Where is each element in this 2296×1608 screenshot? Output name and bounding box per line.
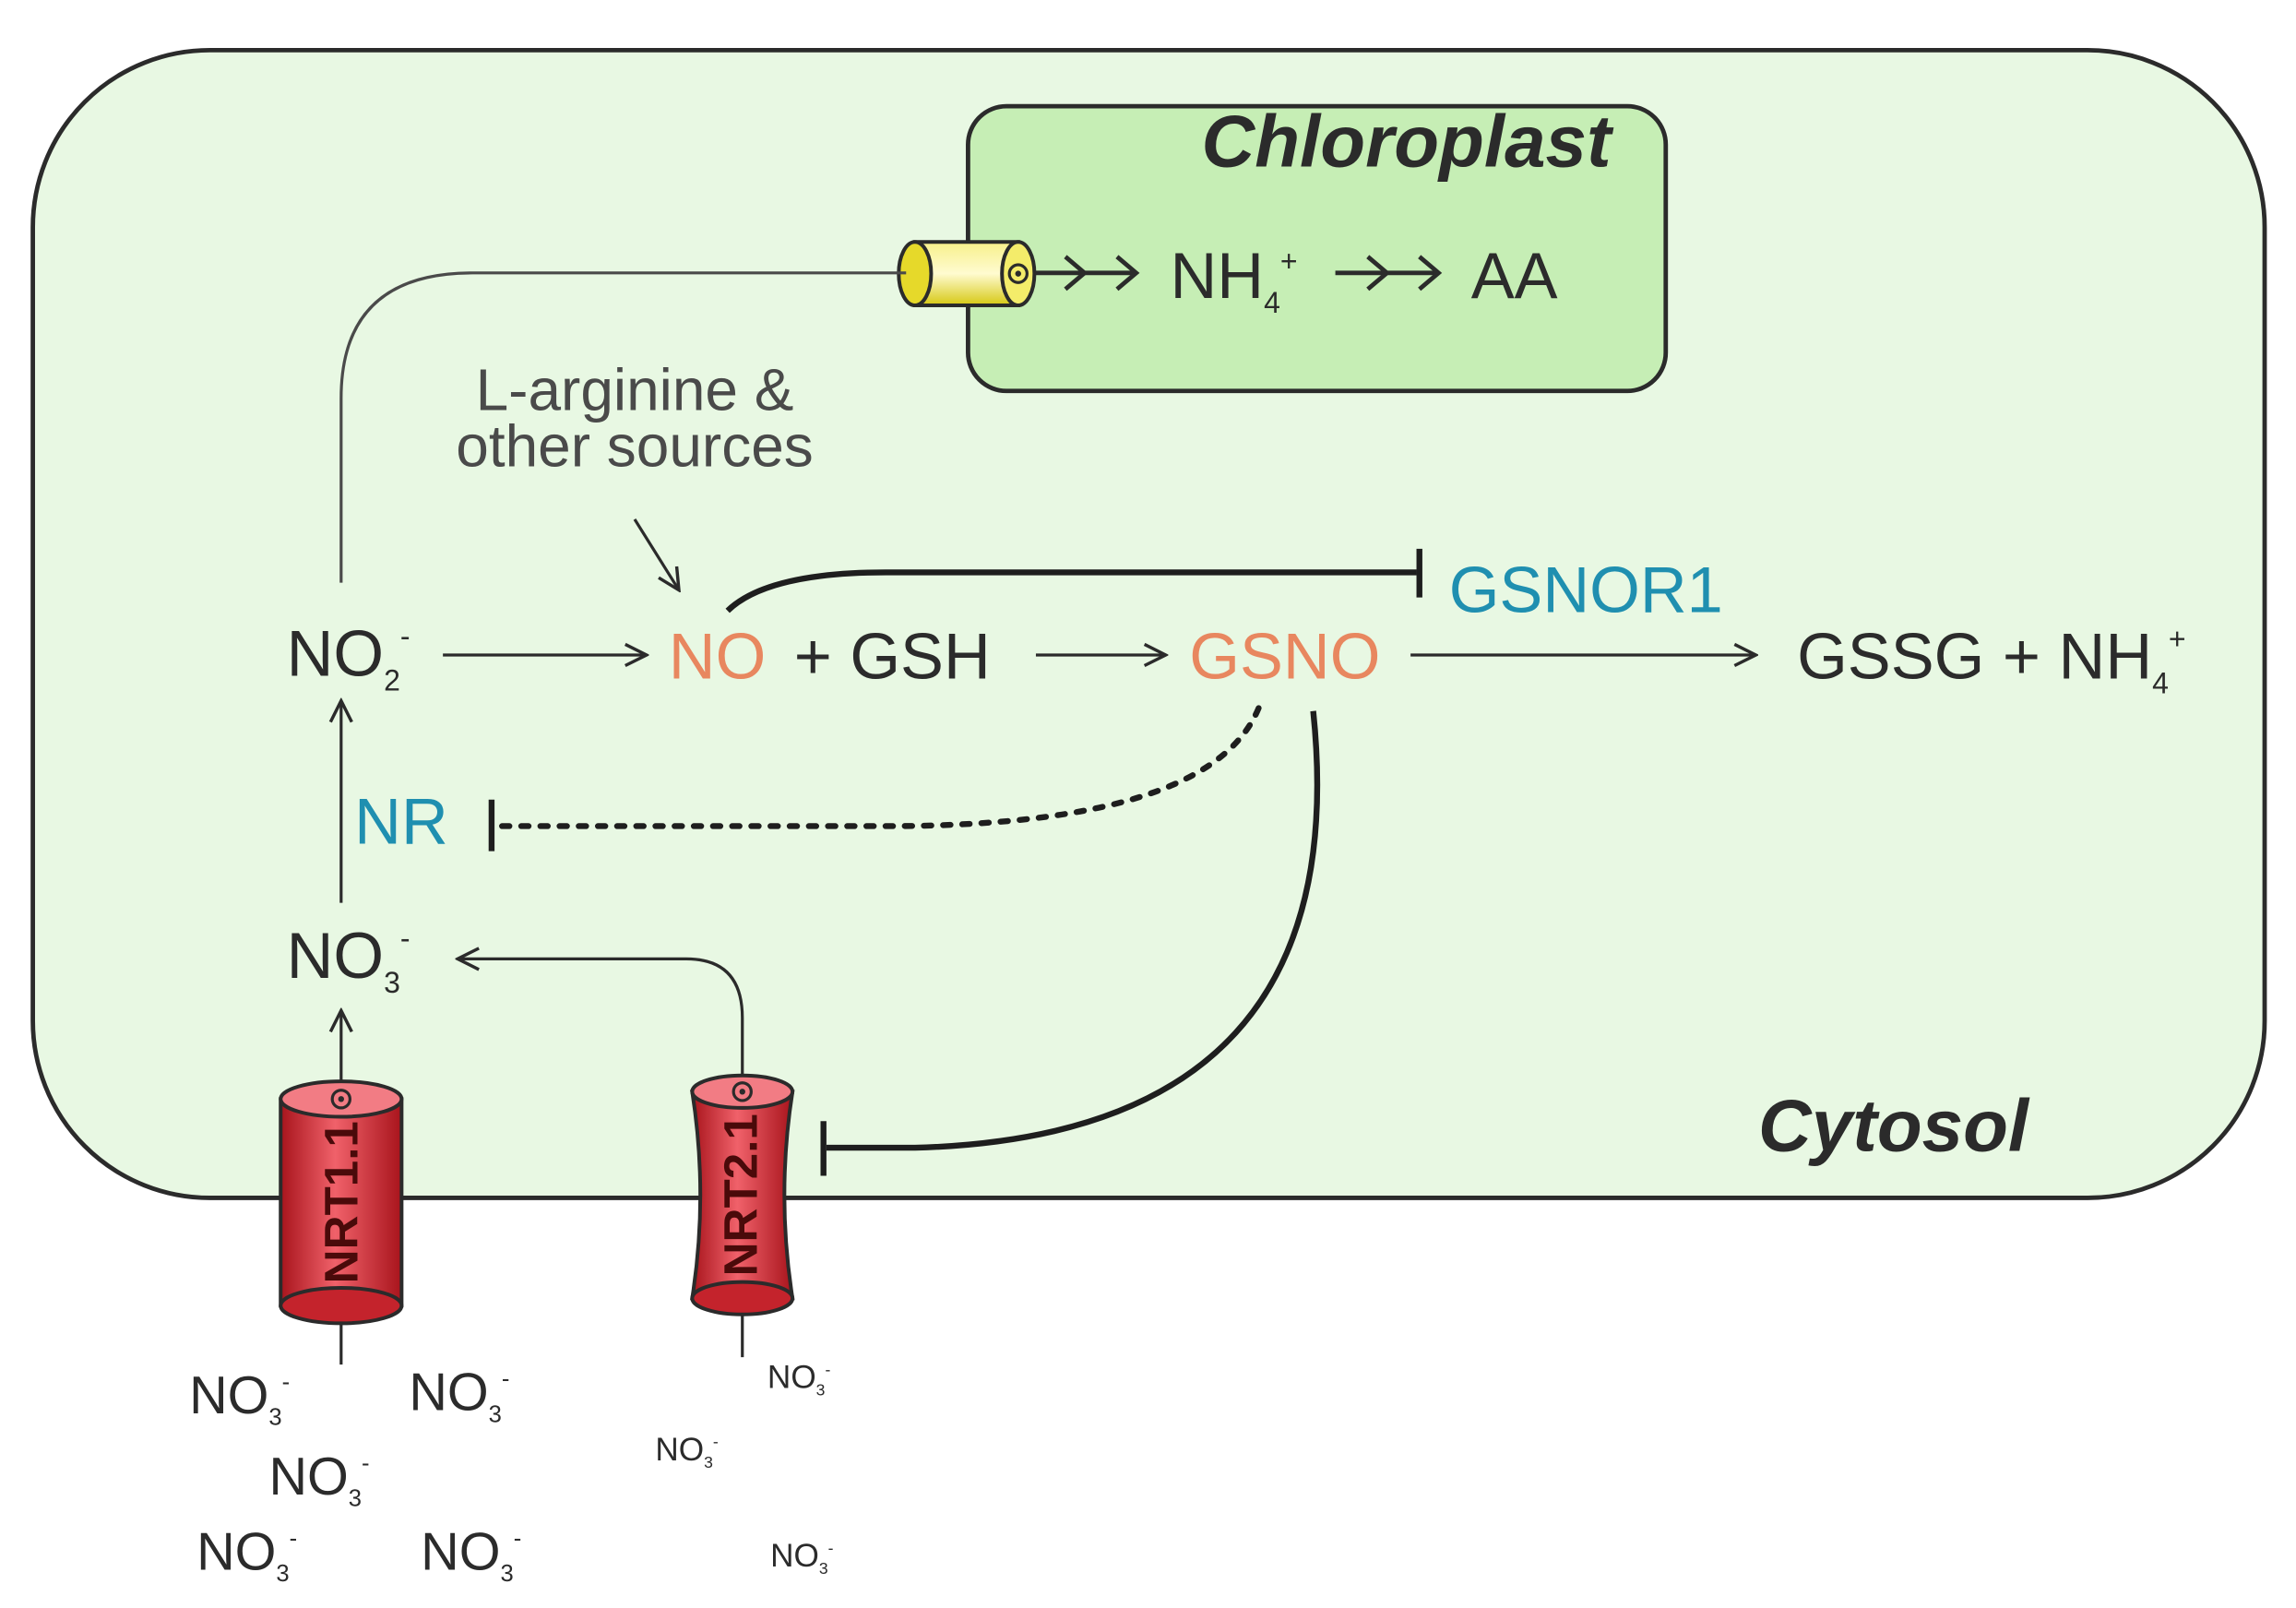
external-nitrate: NO3- — [196, 1522, 297, 1587]
gsno-species: GSNO — [1189, 620, 1380, 693]
external-nitrate: NO3- — [655, 1432, 719, 1471]
nr-enzyme: NR — [354, 785, 448, 858]
nitrite-to-chloroplast-line — [339, 271, 907, 583]
chloroplast-chain-arrows — [1032, 255, 1443, 292]
sources-note-line-2: other sources — [456, 412, 813, 479]
nrt21-transporter: NRT2.1 — [690, 1073, 795, 1316]
external-nitrate: NO3- — [421, 1522, 521, 1587]
gsnor1-enzyme: GSNOR1 — [1449, 554, 1723, 626]
external-nitrate: NO3- — [767, 1360, 831, 1400]
gssg-products: GSSG + NH4+ — [1797, 620, 2186, 700]
chloroplast-nitrite-channel — [897, 240, 1037, 308]
nrt11-label: NRT1.1 — [315, 1121, 367, 1283]
no-inhibits-gsnor1 — [725, 569, 1417, 613]
chloroplast-label: Chloroplast — [1202, 101, 1614, 183]
external-nitrate: NO3- — [268, 1447, 369, 1512]
cytosol-compartment — [30, 47, 2267, 1200]
nitric-oxide: NO — [669, 620, 767, 693]
external-nitrate-pool-small: NO3- NO3- NO3- — [655, 1360, 833, 1578]
gsno-inhibits-nr — [498, 705, 1262, 829]
nitrite-species: NO2- — [287, 616, 410, 697]
gsno-inhibits-nrt21 — [826, 710, 1321, 1151]
sources-arrow — [633, 518, 679, 590]
glutathione: + GSH — [794, 620, 991, 693]
external-nitrate-pool-large: NO3- NO3- NO3- NO3- NO3- — [189, 1364, 521, 1587]
external-nitrate: NO3- — [189, 1366, 290, 1431]
arrow-nrt21-to-nitrate — [458, 959, 744, 1092]
nitrate-cytosolic: NO3- — [287, 919, 410, 999]
sources-note-line-1: L-arginine & — [476, 357, 794, 423]
amino-acids: AA — [1471, 239, 1558, 312]
external-nitrate: NO3- — [770, 1538, 834, 1578]
cytosol-label: Cytosol — [1758, 1084, 2030, 1166]
external-nitrate: NO3- — [409, 1364, 509, 1428]
chloroplast-ammonium: NH4+ — [1170, 239, 1297, 319]
nrt11-transporter: NRT1.1 — [279, 1079, 404, 1326]
nrt21-label: NRT2.1 — [715, 1114, 767, 1276]
